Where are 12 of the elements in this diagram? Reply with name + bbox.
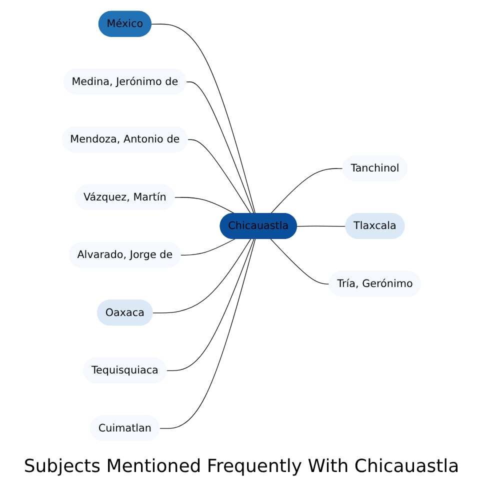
connector bbox=[270, 168, 344, 214]
connector bbox=[166, 238, 254, 372]
connector bbox=[188, 139, 252, 214]
diagram-title: Subjects Mentioned Frequently With Chicauastla bbox=[24, 456, 460, 477]
connector bbox=[160, 238, 256, 429]
connector bbox=[152, 238, 252, 314]
connector bbox=[186, 82, 254, 214]
connector bbox=[151, 24, 256, 214]
connector bbox=[180, 238, 236, 256]
connector bbox=[174, 197, 236, 214]
connector bbox=[296, 226, 346, 227]
connector bbox=[270, 238, 330, 284]
